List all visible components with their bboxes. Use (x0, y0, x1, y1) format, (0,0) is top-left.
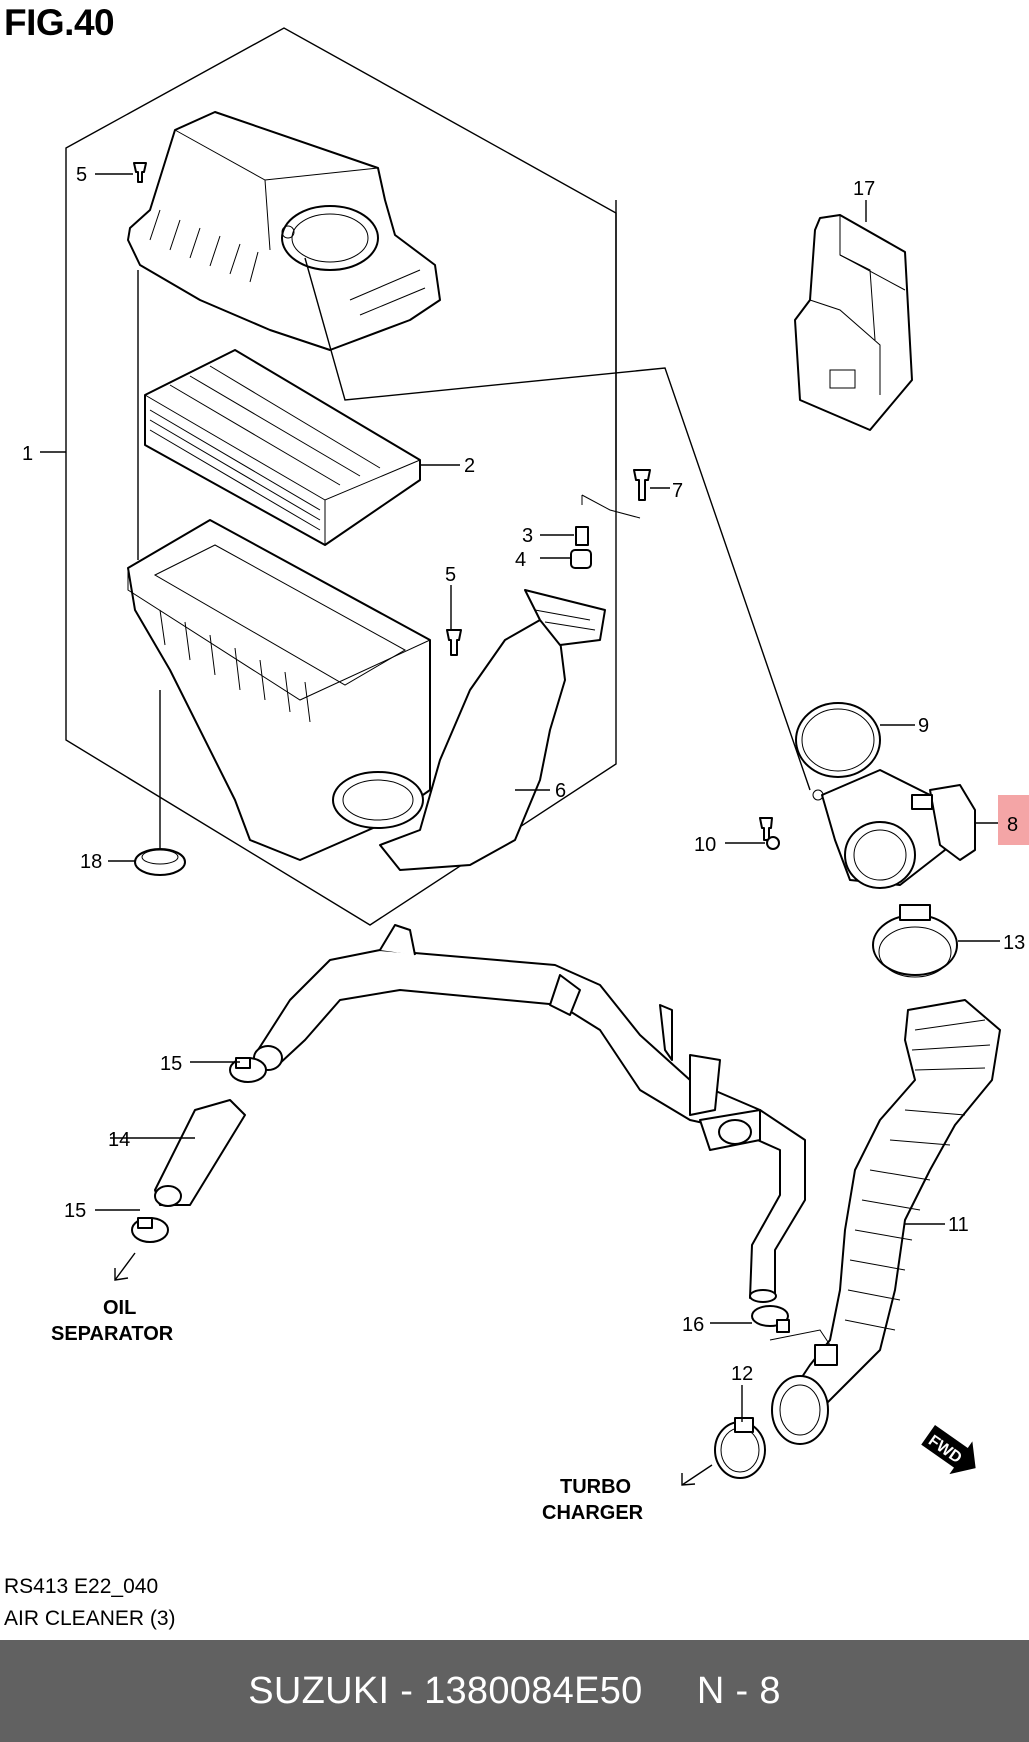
vent-pipe (253, 924, 806, 1303)
callout-3: 3 (522, 525, 533, 547)
footer-part-info: SUZUKI - 1380084E50 N - 8 (248, 1669, 781, 1712)
figure-caption: AIR CLEANER (3) (4, 1607, 176, 1630)
callout-7: 7 (672, 480, 683, 502)
callout-8: 8 (1007, 814, 1018, 836)
callout-15-lower: 15 (64, 1200, 86, 1222)
hose-14 (154, 1099, 246, 1207)
callout-8-highlight (998, 795, 1029, 845)
callout-11: 11 (948, 1214, 969, 1236)
callout-2: 2 (464, 455, 475, 477)
callout-5-lower: 5 (445, 564, 456, 586)
footer-bar: SUZUKI - 1380084E50 N - 8 (0, 1640, 1029, 1742)
o-ring-9 (795, 702, 881, 778)
assembly-outline (65, 27, 617, 926)
fwd-arrow-icon: FWD (921, 1425, 976, 1475)
parts-diagram: 1 2 3 4 5 5 6 7 8 9 10 11 12 13 14 15 15… (22, 27, 1029, 1524)
air-cleaner-case (127, 519, 431, 861)
callout-16: 16 (682, 1314, 704, 1336)
callout-labels: 1 2 3 4 5 5 6 7 8 9 10 11 12 13 14 15 15… (22, 164, 1029, 1385)
grommet-18 (134, 848, 186, 876)
callout-9: 9 (918, 715, 929, 737)
oil-separator-line2: SEPARATOR (51, 1323, 174, 1345)
maf-sensor-8 (812, 769, 976, 889)
callout-4: 4 (515, 549, 526, 571)
turbo-charger-line1: TURBO (560, 1476, 631, 1498)
callout-13: 13 (1003, 932, 1025, 954)
callout-14: 14 (108, 1129, 130, 1151)
figure-title: FIG.40 (4, 2, 115, 43)
callout-12: 12 (731, 1363, 753, 1385)
clamp-12 (714, 1417, 766, 1479)
callout-17: 17 (853, 178, 875, 200)
air-inlet-duct (379, 589, 606, 871)
callout-5-upper: 5 (76, 164, 87, 186)
air-cleaner-cover (127, 111, 441, 351)
reference-code: RS413 E22_040 (4, 1575, 159, 1598)
turbo-charger-line2: CHARGER (542, 1502, 644, 1524)
destination-notes: OIL SEPARATOR TURBO CHARGER (51, 1252, 713, 1524)
callout-15-upper: 15 (160, 1053, 182, 1075)
callout-18: 18 (80, 851, 102, 873)
leader-lines (40, 173, 1000, 1422)
filter-element (144, 349, 421, 546)
small-fasteners (133, 162, 651, 656)
hose-11 (771, 999, 1001, 1445)
bracket-17 (794, 214, 913, 431)
callout-1: 1 (22, 443, 33, 465)
callout-10: 10 (694, 834, 716, 856)
clamp-15-upper (229, 1057, 267, 1083)
callout-6: 6 (555, 780, 566, 802)
clamp-15-lower (131, 1217, 169, 1243)
oil-separator-line1: OIL (103, 1297, 136, 1319)
clamp-13 (872, 904, 958, 978)
